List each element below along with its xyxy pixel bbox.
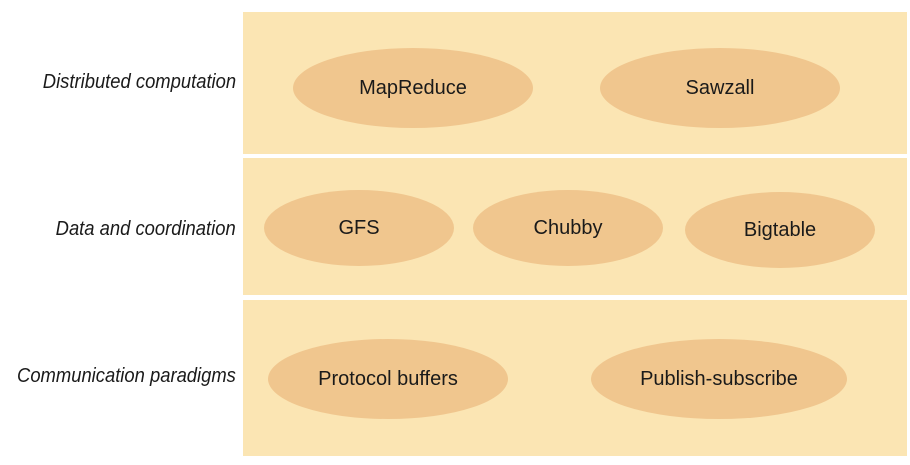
layer-band-data-and-coordination: GFS Chubby Bigtable [243, 158, 907, 295]
layer-label-communication-paradigms: Communication paradigms [17, 365, 236, 387]
component-mapreduce: MapReduce [293, 48, 533, 128]
layer-label-data-and-coordination: Data and coordination [55, 218, 236, 240]
component-gfs: GFS [264, 190, 454, 266]
layer-label-distributed-computation: Distributed computation [42, 71, 236, 93]
component-publish-subscribe: Publish-subscribe [591, 339, 847, 419]
component-bigtable: Bigtable [685, 192, 875, 268]
component-protocol-buffers: Protocol buffers [268, 339, 508, 419]
layer-band-communication-paradigms: Protocol buffers Publish-subscribe [243, 300, 907, 456]
component-sawzall: Sawzall [600, 48, 840, 128]
layer-band-distributed-computation: MapReduce Sawzall [243, 12, 907, 154]
component-chubby: Chubby [473, 190, 663, 266]
